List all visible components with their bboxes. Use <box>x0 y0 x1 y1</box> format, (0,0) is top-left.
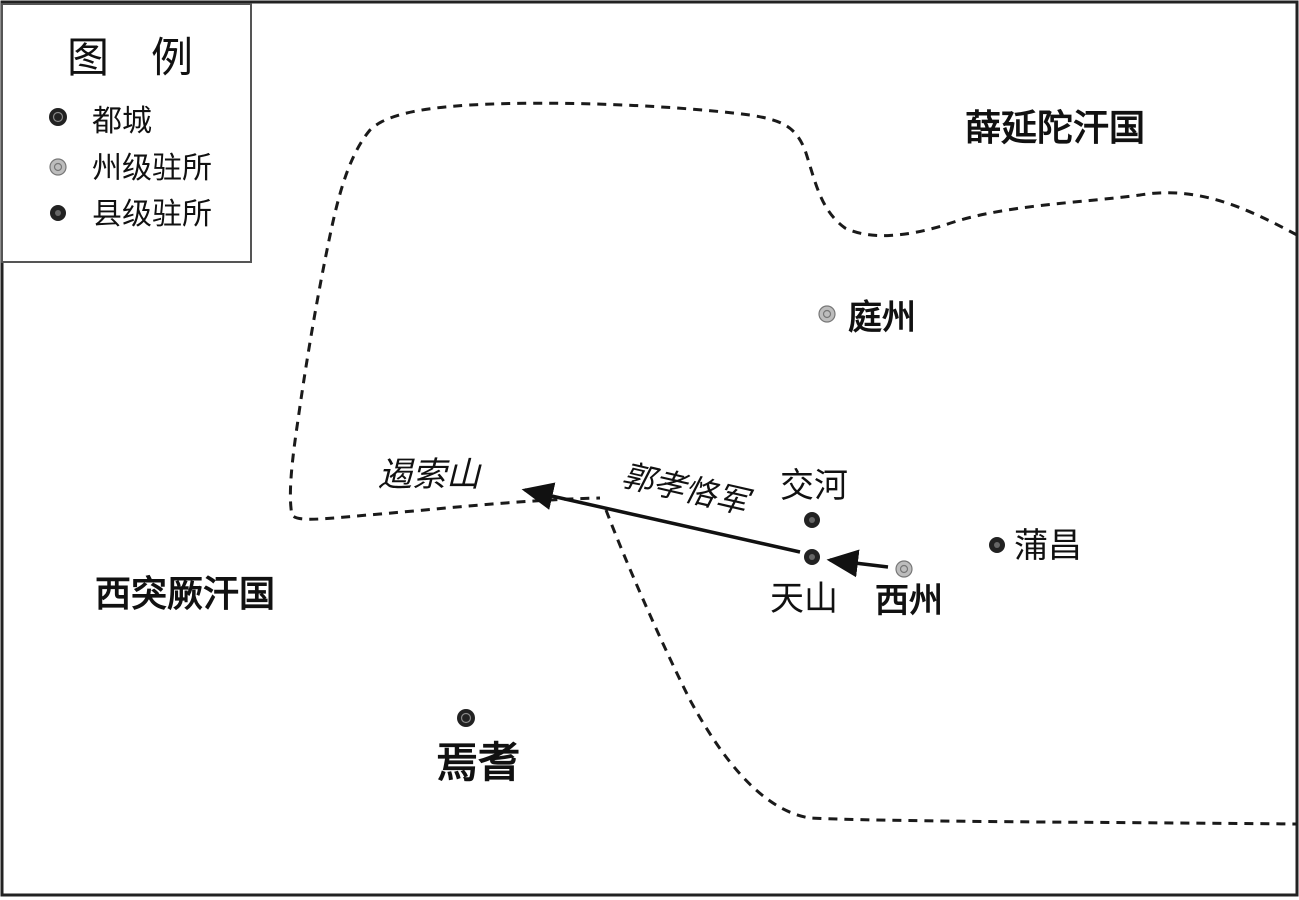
place-yesuoshan-label: 遏索山 <box>378 455 482 495</box>
west-turk-border-line <box>604 509 1298 826</box>
puchang-marker-icon <box>989 537 1005 553</box>
place-tingzhou-label: 庭州 <box>848 298 916 338</box>
prefecture-marker-icon <box>49 158 67 176</box>
place-xizhou-label: 西州 <box>875 581 943 621</box>
legend-label-capital: 都城 <box>92 104 152 139</box>
legend-label-prefecture: 州级驻所 <box>92 151 212 186</box>
county-marker-icon <box>50 205 66 221</box>
legend-item-capital: 都城 <box>49 104 152 139</box>
legend-title: 图 例 <box>67 33 193 82</box>
route-arrow-xizhou-tianshan <box>826 549 889 578</box>
yanqi-marker-icon <box>457 709 475 727</box>
region-west-turk-label: 西突厥汗国 <box>95 574 275 615</box>
place-yanqi-label: 焉耆 <box>436 738 520 787</box>
capital-marker-icon <box>49 108 67 126</box>
legend: 图 例 都城 州级驻所 县级驻所 <box>1 3 252 263</box>
place-puchang-label: 蒲昌 <box>1014 526 1082 566</box>
legend-box <box>1 3 252 263</box>
xizhou-marker-icon <box>895 560 913 578</box>
jiaohe-marker-icon <box>804 512 820 528</box>
legend-item-county: 县级驻所 <box>50 197 212 232</box>
region-xueyantuo-label: 薛延陀汗国 <box>965 108 1145 149</box>
route-arrow-tianshan-yesuoshan <box>521 482 801 554</box>
place-jiaohe-label: 交河 <box>780 466 848 506</box>
tingzhou-marker-icon <box>818 305 836 323</box>
place-tianshan-label: 天山 <box>770 579 838 619</box>
legend-item-prefecture: 州级驻所 <box>49 151 212 186</box>
legend-label-county: 县级驻所 <box>92 197 212 232</box>
tianshan-marker-icon <box>804 549 820 565</box>
